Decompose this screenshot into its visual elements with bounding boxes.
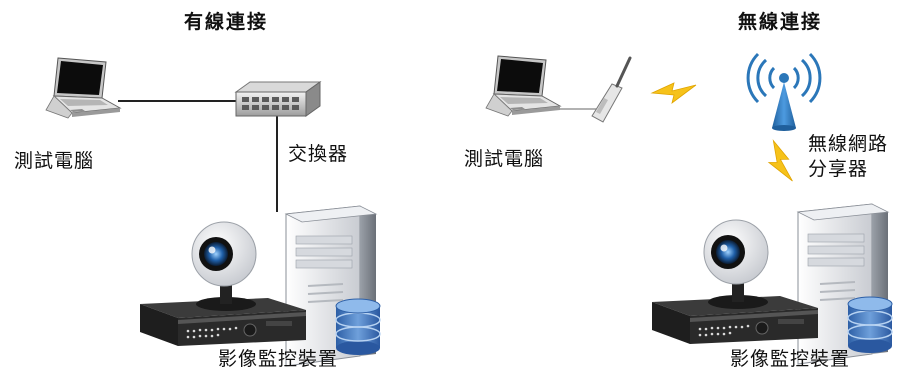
wifi-dongle-icon bbox=[591, 56, 632, 123]
wireless-dvr-icon bbox=[651, 203, 893, 365]
wired-pc-label: 測試電腦 bbox=[14, 150, 95, 172]
wireless-dvr-label: 影像監控裝置 bbox=[730, 348, 851, 370]
wireless-pc-label: 測試電腦 bbox=[464, 148, 545, 170]
switch-icon bbox=[234, 81, 322, 117]
wireless-laptop-icon bbox=[485, 55, 561, 117]
wired-dvr-label: 影像監控裝置 bbox=[218, 348, 339, 370]
wired-title: 有線連接 bbox=[184, 11, 269, 33]
router-label-line1: 無線網路 bbox=[808, 133, 889, 155]
wireless-router-icon bbox=[746, 52, 822, 131]
router-label-line2: 分享器 bbox=[808, 158, 869, 180]
wired-laptop-icon bbox=[45, 57, 121, 119]
switch-label: 交換器 bbox=[288, 143, 349, 165]
wireless-title: 無線連接 bbox=[738, 11, 823, 33]
wifi-signal-bolt bbox=[651, 82, 697, 104]
router-signal-bolt bbox=[763, 137, 795, 187]
wired-dvr-icon bbox=[139, 205, 381, 367]
router-label: 無線網路分享器 bbox=[808, 132, 888, 182]
